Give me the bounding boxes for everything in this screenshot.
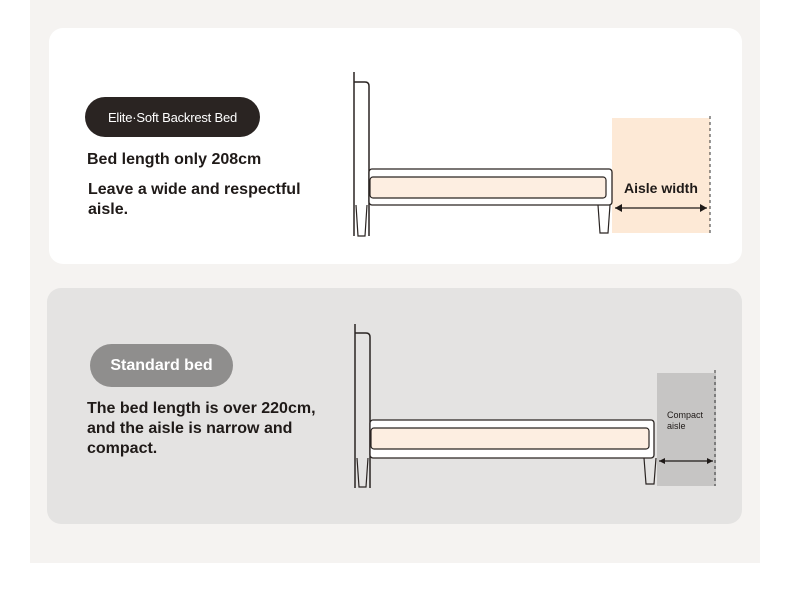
headboard <box>354 81 370 236</box>
head-leg <box>355 204 368 237</box>
mattress <box>369 176 607 199</box>
headboard <box>355 332 371 488</box>
wide-aisle-area <box>612 118 710 233</box>
compact-aisle-area <box>657 373 716 486</box>
foot-leg <box>597 204 611 234</box>
elite-aisle-text: Leave a wide and respectful aisle. <box>88 181 301 218</box>
foot-leg <box>643 457 657 485</box>
mattress <box>370 427 650 450</box>
aisle-width-label: Aisle width <box>624 180 698 196</box>
elite-bed-badge: Elite·Soft Backrest Bed <box>85 97 260 137</box>
compact-aisle-label: Compact aisle <box>667 410 704 431</box>
standard-bed-card: Standard bed The bed length is over 220c… <box>47 288 742 524</box>
standard-bed-badge-label: Standard bed <box>110 356 213 374</box>
standard-bed-description: The bed length is over 220cm, and the ai… <box>87 400 316 457</box>
elite-bed-diagram <box>353 72 711 237</box>
elite-bed-length-text: Bed length only 208cm <box>87 151 262 168</box>
elite-bed-badge-label: Elite·Soft Backrest Bed <box>107 109 238 125</box>
head-leg <box>356 457 369 488</box>
standard-bed-diagram <box>354 324 716 488</box>
standard-bed-badge: Standard bed <box>90 344 233 387</box>
elite-bed-card: Elite·Soft Backrest Bed Bed length only … <box>49 28 742 264</box>
